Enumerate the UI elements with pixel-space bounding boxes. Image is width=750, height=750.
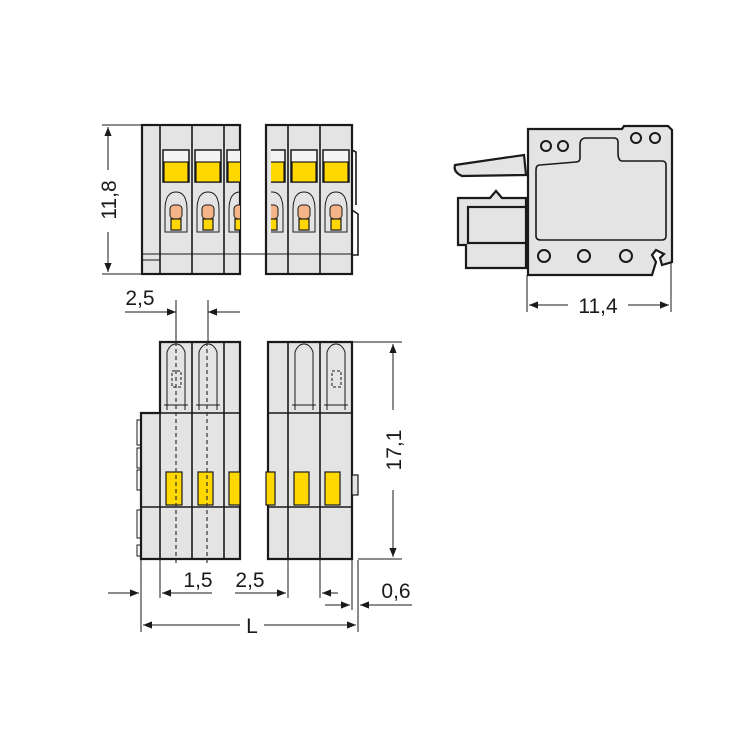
dimension-height-top: 11,8 [98, 124, 142, 275]
side-view [453, 124, 674, 277]
front-view [136, 340, 359, 566]
dim-11-4-label: 11,4 [578, 295, 618, 318]
top-module [290, 149, 318, 233]
dim-1-5-label: 1,5 [183, 569, 212, 592]
dim-11-8-label: 11,8 [98, 180, 121, 219]
top-module [226, 149, 240, 233]
top-module [271, 149, 286, 233]
bottom-dimensions: 1,5 2,5 0,6 L [108, 560, 412, 638]
dim-length-label: L [246, 615, 258, 638]
top-module [322, 149, 350, 233]
dim-2-5-bottom-label: 2,5 [235, 569, 264, 592]
dim-2-5-top-label: 2,5 [125, 287, 154, 310]
dimension-depth-side: 11,4 [526, 262, 672, 318]
dimension-height-front: 17,1 [352, 341, 406, 560]
top-view [140, 123, 359, 276]
dim-17-1-label: 17,1 [383, 430, 406, 471]
top-module [162, 149, 190, 233]
top-module [194, 149, 222, 233]
dimension-pitch-top: 2,5 [125, 287, 240, 342]
dim-0-6-label: 0,6 [381, 580, 410, 603]
